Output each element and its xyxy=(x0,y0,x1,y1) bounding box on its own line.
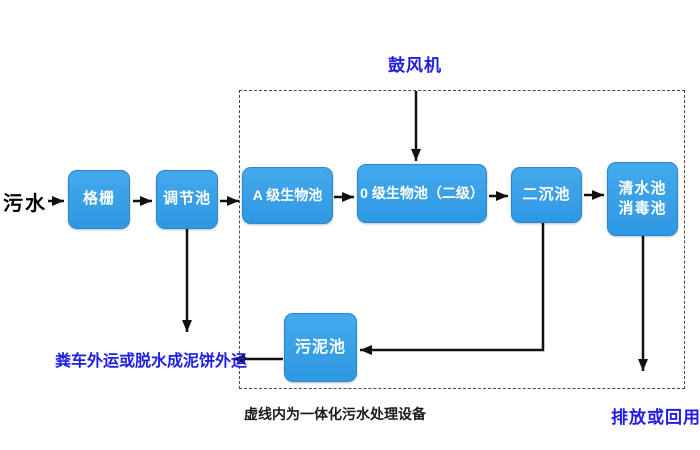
integrated-equipment-boundary xyxy=(239,90,685,389)
node-clearwater-label-line2: 消毒池 xyxy=(618,200,667,217)
node-regulating-tank: 调节池 xyxy=(156,170,218,229)
node-sludge-label: 污泥池 xyxy=(294,338,346,356)
sludge-disposal-label: 粪车外运或脱水成泥饼外运 xyxy=(55,353,248,370)
node-o-grade-bio-tank: 0 级生物池（二级） xyxy=(357,164,487,223)
node-clearwater-label-line1: 清水池 xyxy=(618,179,667,197)
node-o-bio-label: 0 级生物池（二级） xyxy=(360,185,484,202)
node-sludge-tank: 污泥池 xyxy=(284,313,357,382)
node-grid-tank: 格栅 xyxy=(68,170,130,229)
node-secondary-sedimentation-tank: 二沉池 xyxy=(511,167,582,223)
node-a-grade-bio-tank: A 级生物池 xyxy=(242,167,333,224)
boundary-caption: 虚线内为一体化污水处理设备 xyxy=(244,406,426,422)
node-regulating-label: 调节池 xyxy=(162,190,211,208)
discharge-reuse-label: 排放或回用 xyxy=(611,408,700,427)
blower-label: 鼓风机 xyxy=(388,56,442,75)
node-a-bio-label: A 级生物池 xyxy=(252,187,323,204)
node-clearwater-disinfection-tank: 清水池 消毒池 xyxy=(607,162,678,236)
node-grid-label: 格栅 xyxy=(82,190,115,208)
sewage-inlet-label: 污水 xyxy=(3,193,47,215)
node-sed-label: 二沉池 xyxy=(522,185,571,203)
arrow-sed-to-sludge xyxy=(360,223,545,355)
